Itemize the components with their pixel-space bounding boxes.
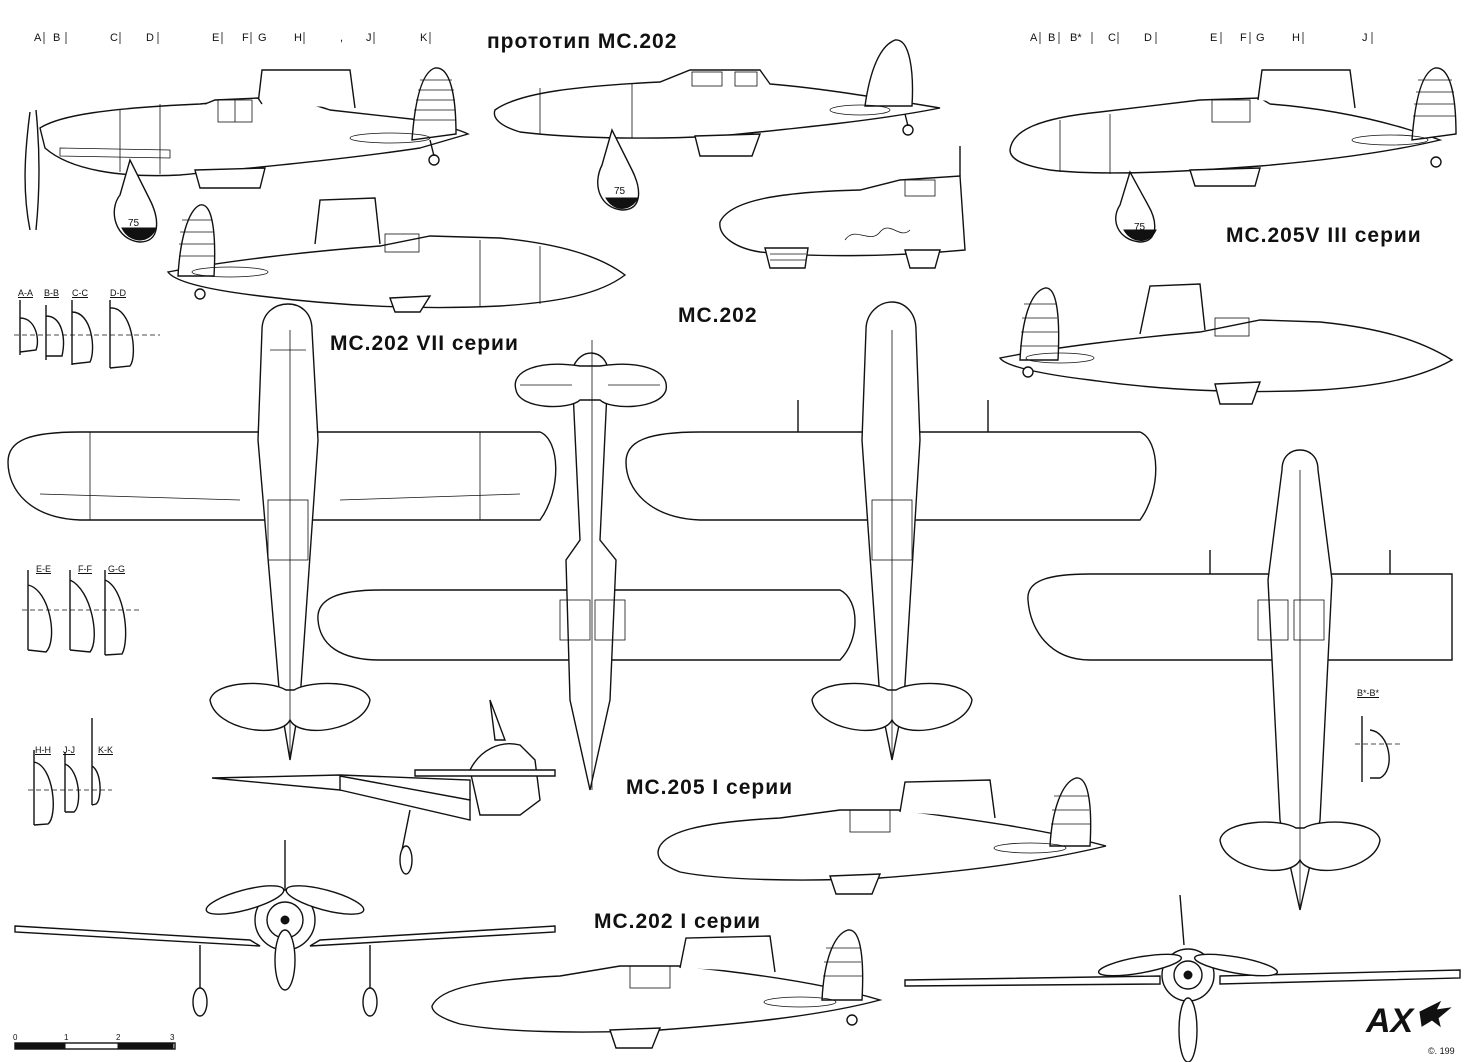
plan-view-mc205 bbox=[1027, 449, 1453, 911]
section-a-a: A-A bbox=[18, 288, 34, 298]
title-mc205-i: MC.205 I серии bbox=[626, 776, 794, 799]
front-view-mc205 bbox=[904, 894, 1461, 1062]
scale-bar bbox=[14, 1042, 176, 1050]
station-r-h: H bbox=[1292, 32, 1300, 44]
station-c: C bbox=[110, 32, 118, 44]
section-k-k: K-K bbox=[98, 745, 114, 755]
scale-1: 1 bbox=[64, 1033, 69, 1042]
cross-sections bbox=[14, 300, 1400, 826]
front-view-mc202 bbox=[14, 840, 556, 1017]
station-b: B bbox=[53, 32, 61, 44]
section-g-g: G-G bbox=[108, 564, 125, 574]
side-view-mc205-i bbox=[657, 777, 1107, 895]
title-mc205v-iii: MC.205V III серии bbox=[1226, 224, 1422, 247]
scale-2: 2 bbox=[116, 1033, 121, 1042]
side-view-mc202-vii bbox=[24, 67, 470, 243]
section-f-f: F-F bbox=[78, 564, 92, 574]
station-r-d: D bbox=[1144, 32, 1152, 44]
station-k: K bbox=[420, 32, 428, 44]
plan-view-mc202-vii bbox=[7, 303, 557, 761]
side-view-prototype bbox=[493, 39, 941, 211]
station-f: F bbox=[242, 32, 249, 44]
code-75-right: 75 bbox=[1134, 222, 1146, 233]
station-r-f: F bbox=[1240, 32, 1247, 44]
station-r-j: J bbox=[1362, 32, 1368, 44]
station-comma: , bbox=[340, 32, 344, 44]
three-quarter-view bbox=[211, 699, 556, 875]
station-r-a: A bbox=[1030, 32, 1038, 44]
cutaway-view bbox=[719, 146, 966, 269]
station-r-e: E bbox=[1210, 32, 1218, 44]
station-r-g: G bbox=[1256, 32, 1265, 44]
section-d-d: D-D bbox=[110, 288, 126, 298]
side-view-mc202-i bbox=[431, 929, 883, 1049]
station-r-bstar: B* bbox=[1070, 32, 1082, 44]
title-mc202-i: MC.202 I серии bbox=[594, 910, 762, 933]
plan-view-mc202-b bbox=[625, 301, 1157, 761]
copyright: ©. 199 bbox=[1428, 1046, 1455, 1056]
station-h: H bbox=[294, 32, 302, 44]
station-j: J bbox=[366, 32, 372, 44]
plan-view-mc202 bbox=[317, 340, 856, 791]
side-view-mc202-vii-reverse bbox=[166, 197, 627, 313]
title-mc202-vii: MC.202 VII серии bbox=[330, 332, 519, 355]
section-j-j: J-J bbox=[63, 745, 75, 755]
station-ticks bbox=[43, 32, 1373, 44]
station-a: A bbox=[34, 32, 42, 44]
logo-text: AX bbox=[1366, 1002, 1414, 1040]
station-r-c: C bbox=[1108, 32, 1116, 44]
section-b-b: B-B bbox=[44, 288, 60, 298]
station-g: G bbox=[258, 32, 267, 44]
code-75-left: 75 bbox=[128, 218, 140, 229]
title-mc202: MC.202 bbox=[678, 304, 758, 327]
section-e-e: E-E bbox=[36, 564, 52, 574]
section-c-c: C-C bbox=[72, 288, 88, 298]
section-bstar-bstar: B*-B* bbox=[1357, 688, 1380, 698]
section-h-h: H-H bbox=[35, 745, 51, 755]
station-e: E bbox=[212, 32, 220, 44]
side-view-mc205v-reverse bbox=[998, 283, 1454, 405]
scale-3: 3 bbox=[170, 1033, 175, 1042]
title-prototype: прототип MC.202 bbox=[487, 30, 678, 53]
station-d: D bbox=[146, 32, 154, 44]
scale-0: 0 bbox=[13, 1033, 18, 1042]
station-r-b: B bbox=[1048, 32, 1056, 44]
logo-mark bbox=[1419, 1000, 1452, 1028]
side-view-mc205v-iii bbox=[1009, 67, 1457, 243]
code-75-center: 75 bbox=[614, 186, 626, 197]
